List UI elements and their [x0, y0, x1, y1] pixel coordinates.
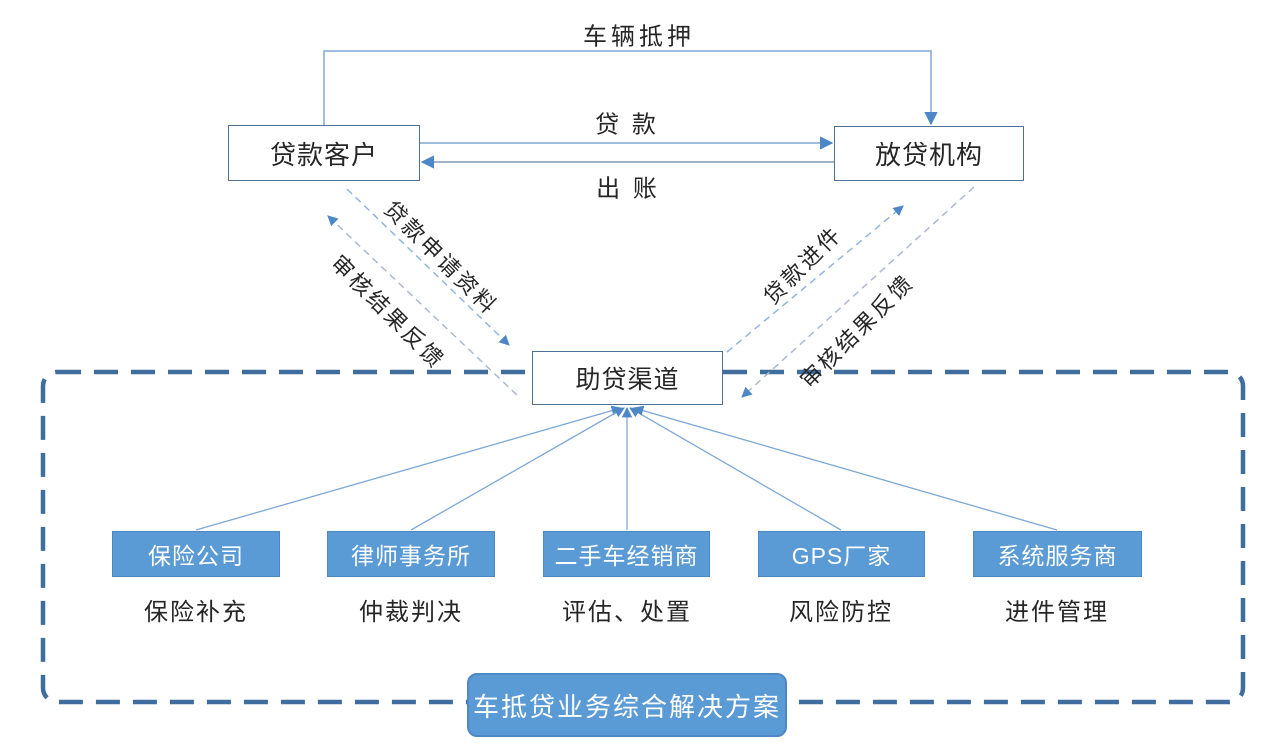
partner-role-system: 进件管理: [1005, 599, 1109, 626]
partner-role-lawfirm: 仲裁判决: [359, 599, 463, 626]
loan-intake-connector: [726, 205, 904, 353]
partner-node-lawfirm: 律师事务所: [327, 531, 495, 577]
loan-application-connector: [346, 188, 510, 346]
review-feedback-right-connector: [741, 186, 975, 398]
gps-to-channel-connector: [629, 407, 842, 531]
lawfirm-to-channel-connector: [410, 407, 625, 531]
partner-node-dealer: 二手车经销商: [543, 531, 710, 577]
vehicle-mortgage-label: 车辆抵押: [583, 23, 695, 51]
partner-role-dealer: 评估、处置: [562, 599, 692, 626]
channel-node: 助贷渠道: [532, 351, 723, 405]
partner-node-system: 系统服务商: [973, 531, 1142, 577]
partner-node-insurance: 保险公司: [112, 531, 280, 577]
lender-node: 放贷机构: [834, 126, 1024, 181]
solution-container-border: [40, 369, 1246, 705]
insurance-to-channel-connector: [195, 405, 622, 531]
review-feedback-left-connector: [327, 215, 518, 396]
loan-label: 贷 款: [595, 111, 659, 139]
partner-node-gps: GPS厂家: [758, 531, 925, 577]
solution-banner: 车抵贷业务综合解决方案: [467, 673, 787, 737]
customer-node: 贷款客户: [228, 125, 420, 181]
partner-role-gps: 风险防控: [789, 599, 893, 626]
partner-role-insurance: 保险补充: [144, 599, 248, 626]
disbursement-label: 出 账: [596, 175, 660, 203]
vehicle-mortgage-connector: [323, 50, 938, 126]
system-to-channel-connector: [633, 405, 1058, 531]
